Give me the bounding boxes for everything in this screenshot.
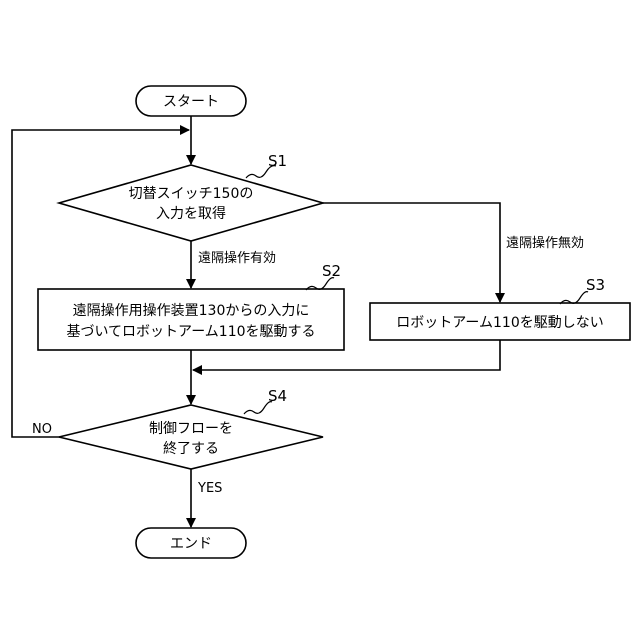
process-s2-box <box>38 289 344 350</box>
edge-s1-to-s3 <box>323 203 500 302</box>
decision-s4-line1: 制御フローを <box>149 421 233 437</box>
decision-s1-line1: 切替スイッチ150の <box>129 186 254 202</box>
step-label-s2: S2 <box>322 262 341 280</box>
process-s2-line1: 遠隔操作用操作装置130からの入力に <box>73 303 310 319</box>
edge-label-enabled: 遠隔操作有効 <box>198 250 276 266</box>
decision-s4-diamond <box>59 405 323 469</box>
edge-label-disabled: 遠隔操作無効 <box>506 235 584 251</box>
process-s3-label: ロボットアーム110を駆動しない <box>396 315 603 331</box>
end-label: エンド <box>170 536 212 552</box>
s3-leader <box>560 292 588 304</box>
decision-s1-line2: 入力を取得 <box>156 205 226 222</box>
step-label-s3: S3 <box>586 276 605 294</box>
start-label: スタート <box>163 94 219 110</box>
process-s2-line2: 基づいてロボットアーム110を駆動する <box>66 323 315 340</box>
step-label-s1: S1 <box>268 152 287 170</box>
step-label-s4: S4 <box>268 387 287 405</box>
edge-label-yes: YES <box>197 481 222 496</box>
decision-s4-line2: 終了する <box>163 441 219 457</box>
edge-label-no: NO <box>32 422 52 437</box>
decision-s1-diamond <box>59 165 323 241</box>
